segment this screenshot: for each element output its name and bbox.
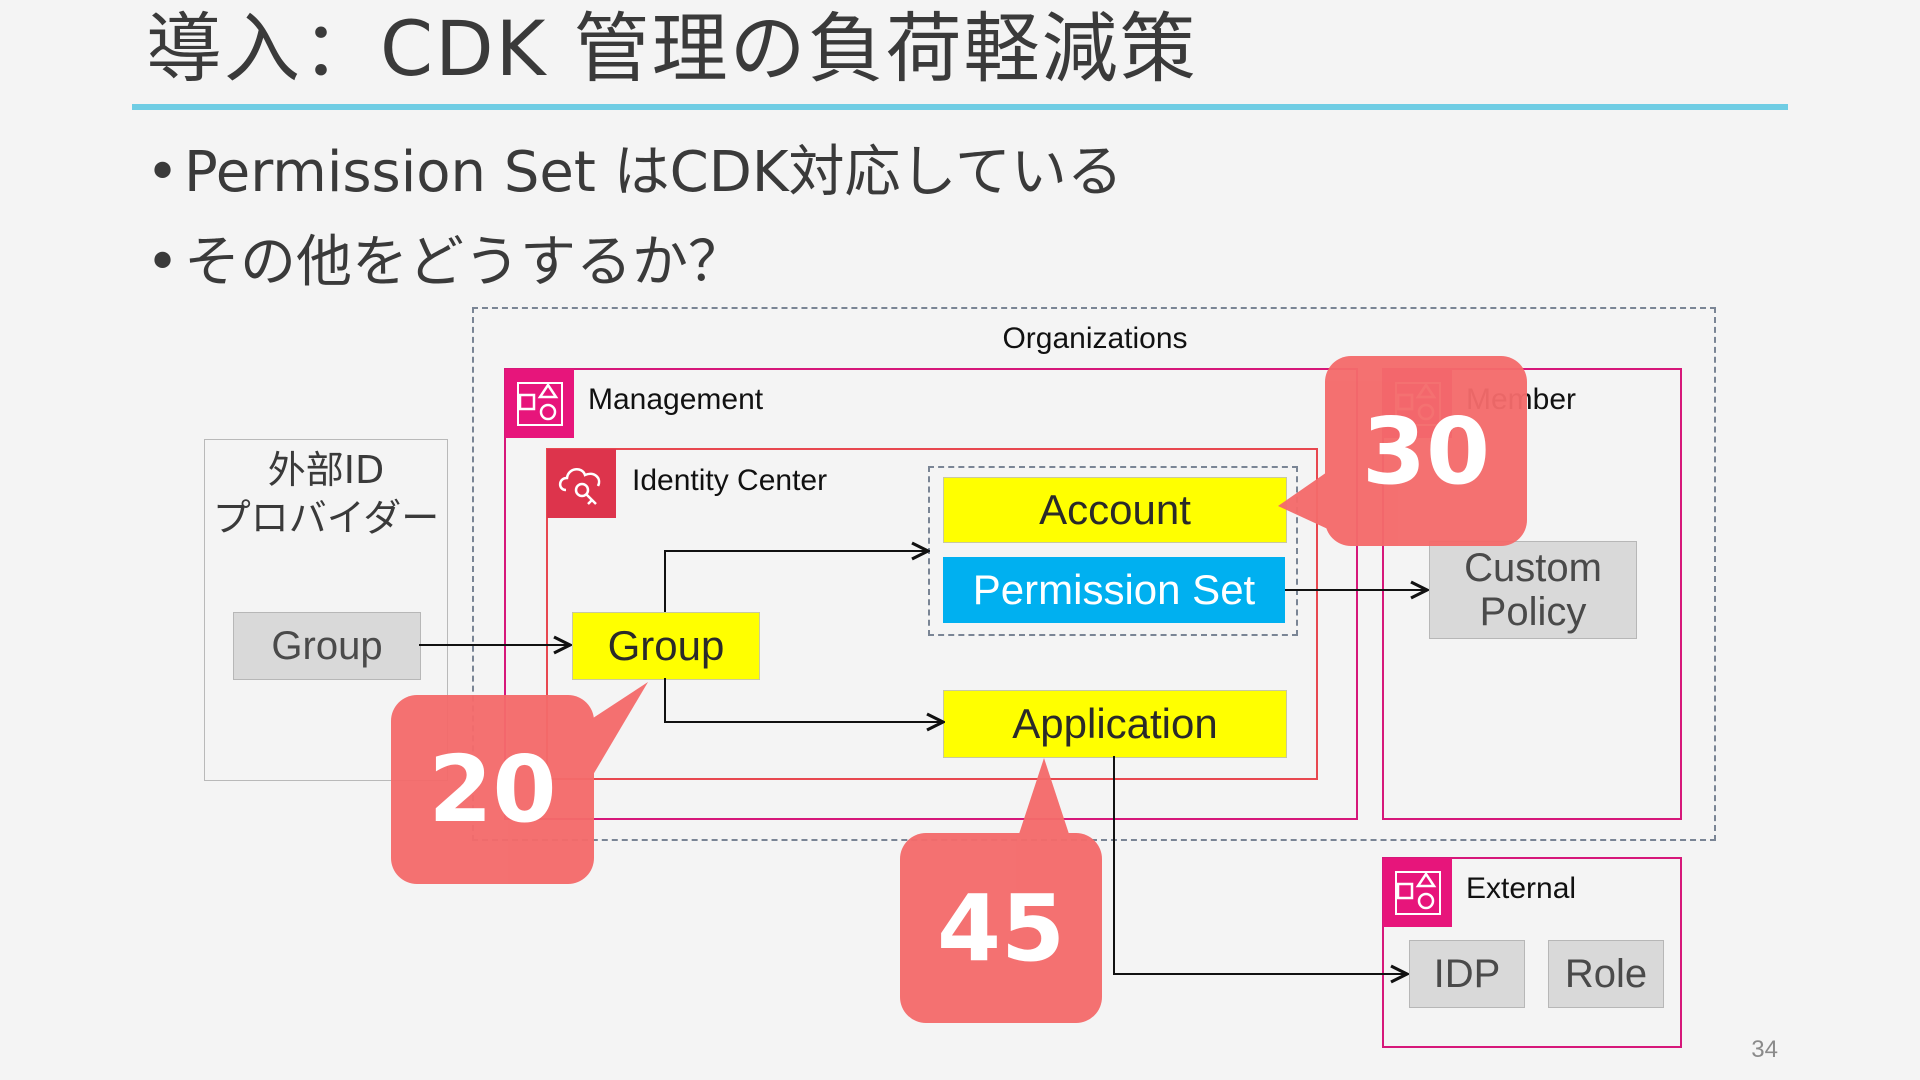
page-number: 34 <box>1751 1036 1778 1063</box>
management-account-box <box>504 368 1358 820</box>
external-idp-title-line1: 外部ID <box>267 448 385 492</box>
custom-policy-line1: Custom <box>1464 546 1602 590</box>
bullet-item-1: •Permission Set はCDK対応している <box>146 138 1123 208</box>
callout-30-shape <box>1278 356 1527 546</box>
identity-center-box <box>546 448 1318 780</box>
organizations-container <box>472 307 1716 841</box>
management-label: Management <box>588 383 764 416</box>
callout-30: 30 <box>1361 397 1491 505</box>
bullet-dot: • <box>146 140 180 205</box>
application-node: Application <box>943 690 1287 758</box>
external-label: External <box>1466 872 1577 905</box>
title-underline <box>132 104 1788 110</box>
bullet-text-2: その他をどうするか？ <box>184 230 744 295</box>
arrow-application-to-idp <box>1113 756 1407 974</box>
role-node: Role <box>1548 940 1664 1008</box>
custom-policy-node: Custom Policy <box>1429 541 1637 639</box>
callout-20: 20 <box>428 736 557 843</box>
organizations-label: Organizations <box>1002 322 1188 355</box>
identity-center-icon <box>547 449 616 518</box>
group-node: Group <box>572 612 760 680</box>
custom-policy-line2: Policy <box>1479 590 1587 634</box>
callout-45: 45 <box>936 874 1066 982</box>
bullet-text-1: Permission Set はCDK対応している <box>184 140 1123 205</box>
external-account-box <box>1382 857 1682 1048</box>
callout-45-shape <box>900 758 1102 1023</box>
arrow-group-to-application <box>664 678 943 722</box>
slide-title: 導入：CDK 管理の負荷軽減策 <box>146 4 1198 93</box>
permission-set-node: Permission Set <box>943 557 1285 623</box>
external-idp-title-line2: プロバイダー <box>212 496 440 540</box>
identity-center-label: Identity Center <box>632 464 828 497</box>
callout-20-shape <box>391 682 648 884</box>
idp-node: IDP <box>1409 940 1525 1008</box>
external-idp-title: 外部ID プロバイダー <box>204 446 448 542</box>
external-account-icon <box>1383 858 1452 927</box>
external-group-node: Group <box>233 612 421 680</box>
member-account-box <box>1382 368 1682 820</box>
bullet-item-2: •その他をどうするか？ <box>146 228 744 298</box>
account-icon <box>505 369 574 438</box>
arrow-group-to-account <box>664 551 928 612</box>
bullet-dot: • <box>146 230 180 295</box>
account-node: Account <box>943 477 1287 543</box>
